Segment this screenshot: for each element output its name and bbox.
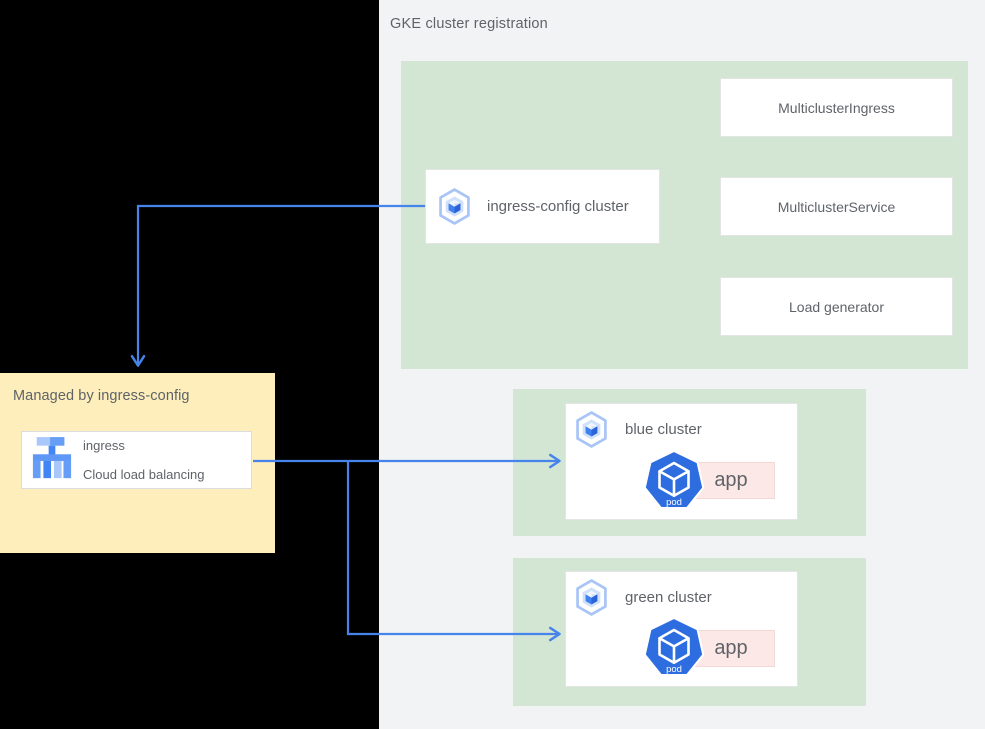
ingress-config-cluster-label: ingress-config cluster [487,198,629,215]
green-cluster-label: green cluster [625,589,712,606]
k8s-pod-icon: pod [642,448,706,512]
multicluster-service-label: MulticlusterService [777,198,896,215]
k8s-pod-icon: pod [642,615,706,679]
green-cluster-header: green cluster [566,572,797,616]
page-title: GKE cluster registration [390,16,548,32]
blue-cluster-header: blue cluster [566,404,797,448]
blue-cluster-label: blue cluster [625,421,702,438]
left-black-background [0,0,379,729]
multicluster-ingress-label: MulticlusterIngress [778,99,895,116]
app-label: app [714,637,748,659]
cloud-load-balancing-box: ingress Cloud load balancing [21,431,252,489]
gke-cluster-icon [576,579,607,616]
cloud-load-balancing-icon [31,435,73,485]
managed-panel-title: Managed by ingress-config [13,388,190,404]
load-generator-box: Load generator [720,277,953,336]
managed-by-ingress-config-panel: Managed by ingress-config ingress Cloud … [0,373,275,553]
app-label: app [714,469,748,491]
load-generator-label: Load generator [789,298,884,315]
blue-cluster-card: blue cluster app pod [565,403,798,520]
green-cluster-card: green cluster app pod [565,571,798,687]
gke-cluster-icon [576,411,607,448]
multicluster-service-box: MulticlusterService [720,177,953,236]
pod-label: pod [666,497,682,508]
cloud-load-balancing-text: ingress Cloud load balancing [83,438,204,482]
ingress-label: ingress [83,438,125,453]
cloud-load-balancing-label: Cloud load balancing [83,467,205,482]
gke-cluster-icon [439,188,470,225]
pod-label: pod [666,664,682,675]
multicluster-ingress-box: MulticlusterIngress [720,78,953,137]
ingress-config-cluster-box: ingress-config cluster [425,169,660,244]
